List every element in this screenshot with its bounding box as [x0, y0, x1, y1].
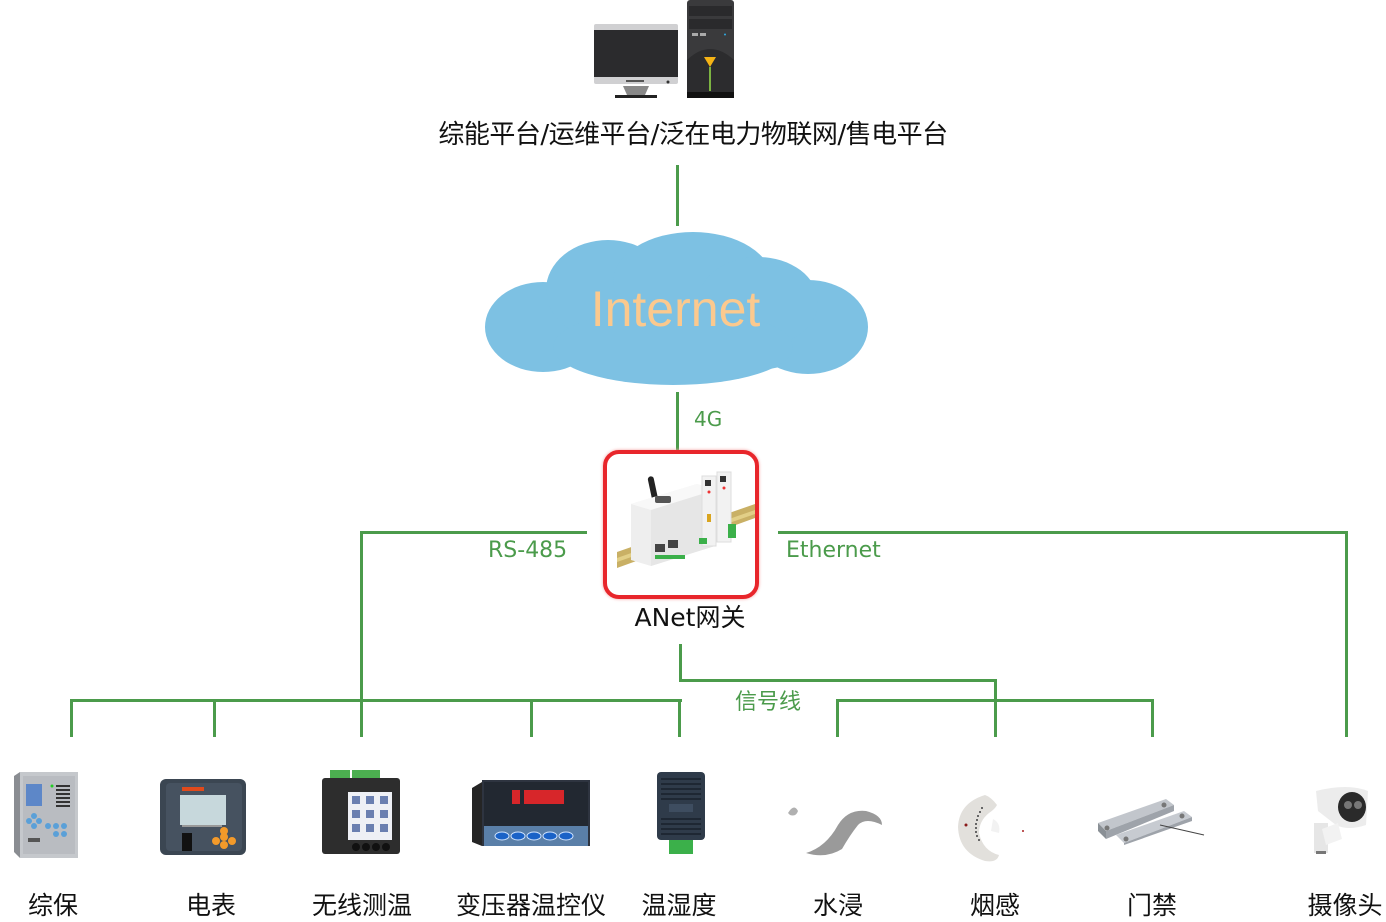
signal-line-down — [679, 644, 682, 682]
cloud-to-gateway-line — [676, 392, 679, 450]
signal-line — [679, 679, 997, 682]
drop-line-5 — [678, 699, 681, 737]
device-label: 烟感 — [969, 891, 1021, 920]
platform-label: 综能平台/运维平台/泛在电力物联网/售电平台 — [438, 120, 948, 150]
humidity-sensor-icon[interactable] — [655, 768, 707, 856]
power-meter-icon[interactable] — [160, 775, 248, 857]
signal-drop-line — [994, 679, 997, 737]
uplink-label: 4G — [694, 407, 723, 431]
device-label: 变压器温控仪 — [455, 891, 607, 920]
drop-line-8 — [1151, 699, 1154, 737]
ethernet-drop-line — [1345, 531, 1348, 737]
device-label: 门禁 — [1126, 891, 1178, 920]
ethernet-label: Ethernet — [786, 538, 881, 563]
gateway-device[interactable] — [603, 450, 759, 599]
drop-line-4 — [530, 699, 533, 737]
camera-icon[interactable] — [1308, 785, 1374, 860]
drop-line-2 — [213, 699, 216, 737]
protection-relay-icon[interactable] — [14, 772, 80, 858]
signal-bus-line — [836, 699, 1154, 702]
drop-line-3 — [360, 699, 363, 737]
door-contact-icon[interactable] — [1098, 795, 1208, 845]
smoke-detector-icon[interactable] — [955, 793, 1030, 863]
rs485-bus-line — [70, 699, 682, 702]
device-label: 无线测温 — [311, 891, 413, 920]
water-leak-sensor-icon[interactable] — [786, 795, 886, 860]
gateway-device-icon — [617, 471, 755, 568]
device-label: 温湿度 — [641, 891, 717, 920]
ethernet-line — [778, 531, 1348, 534]
signal-label: 信号线 — [735, 690, 802, 715]
platform-to-cloud-line — [676, 165, 679, 226]
wireless-temperature-icon[interactable] — [320, 770, 402, 856]
rs485-label: RS-485 — [488, 538, 568, 563]
gateway-label: ANet网关 — [634, 603, 746, 632]
cloud-icon — [483, 232, 869, 386]
cloud-label: Internet — [590, 281, 761, 337]
device-label: 水浸 — [812, 891, 864, 920]
device-label: 摄像头 — [1307, 891, 1383, 920]
computer-workstation-icon — [593, 0, 738, 100]
device-label: 电表 — [185, 891, 237, 920]
rs485-line — [361, 531, 587, 534]
drop-line-6 — [836, 699, 839, 737]
transformer-temp-controller-icon[interactable] — [472, 780, 590, 848]
drop-line-1 — [70, 699, 73, 737]
device-label: 综保 — [27, 891, 79, 920]
rs485-drop-line — [360, 531, 363, 702]
